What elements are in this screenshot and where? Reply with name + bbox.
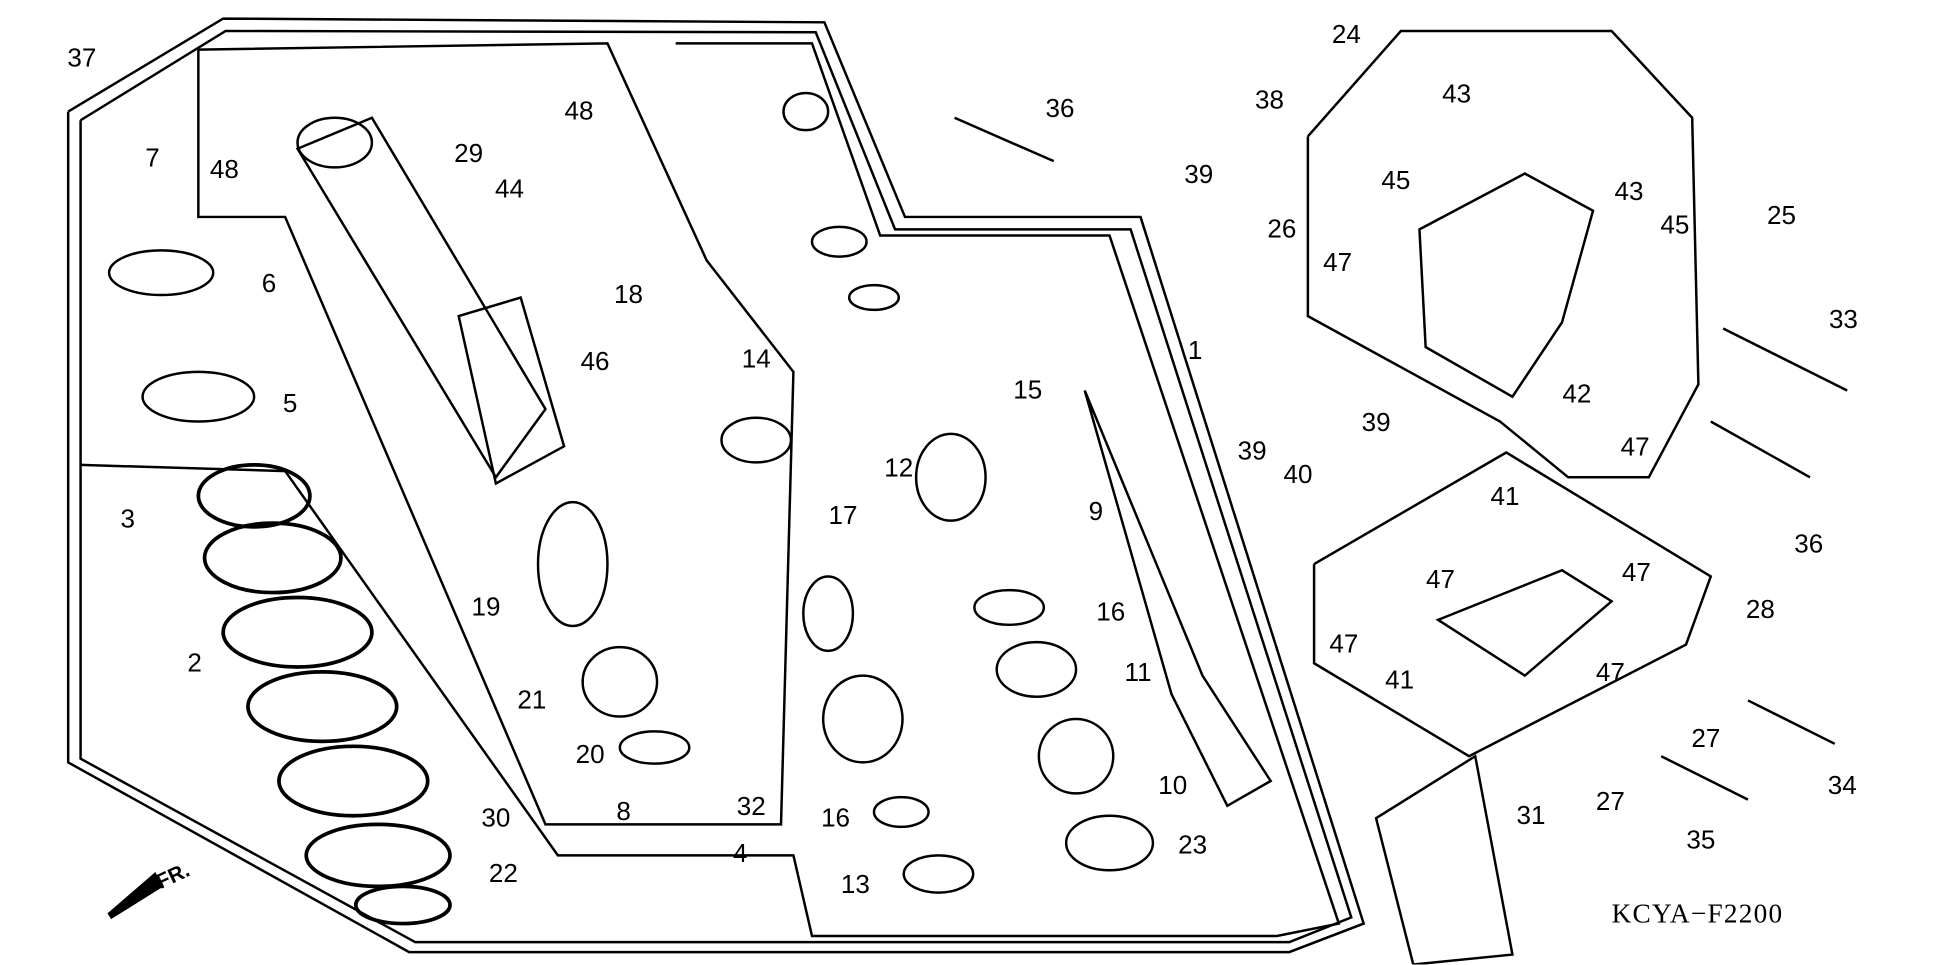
- callout-39[interactable]: 39: [1361, 408, 1391, 437]
- callout-39[interactable]: 39: [1237, 436, 1267, 466]
- callout-6[interactable]: 6: [261, 269, 277, 299]
- callout-30[interactable]: 30: [481, 803, 511, 833]
- callout-27[interactable]: 27: [1595, 787, 1625, 817]
- callout-31[interactable]: 31: [1516, 801, 1546, 830]
- callout-43[interactable]: 43: [1614, 177, 1644, 207]
- callout-19[interactable]: 19: [471, 593, 501, 622]
- callout-48[interactable]: 48: [564, 97, 594, 126]
- callout-17[interactable]: 17: [828, 501, 858, 530]
- callout-23[interactable]: 23: [1178, 831, 1208, 860]
- callout-8[interactable]: 8: [616, 797, 631, 827]
- callout-47[interactable]: 47: [1426, 565, 1456, 595]
- callout-4[interactable]: 4: [732, 839, 748, 869]
- lock-nut-5: [141, 370, 256, 423]
- callout-20[interactable]: 20: [575, 740, 605, 770]
- callout-41[interactable]: 41: [1490, 482, 1520, 512]
- callout-47[interactable]: 47: [1595, 658, 1625, 688]
- callout-45[interactable]: 45: [1381, 166, 1411, 196]
- callout-2[interactable]: 2: [187, 648, 202, 678]
- callout-36[interactable]: 36: [1794, 529, 1824, 559]
- callout-36[interactable]: 36: [1045, 94, 1075, 124]
- callout-43[interactable]: 43: [1442, 79, 1472, 109]
- damper-rod-9: [1083, 390, 1273, 808]
- callout-10[interactable]: 10: [1158, 771, 1188, 801]
- group-28-boundary: [1312, 451, 1713, 758]
- callout-13[interactable]: 13: [840, 870, 870, 900]
- callout-38[interactable]: 38: [1254, 86, 1284, 115]
- callout-46[interactable]: 46: [580, 347, 610, 377]
- callout-48[interactable]: 48: [209, 155, 239, 185]
- callout-16[interactable]: 16: [821, 803, 851, 833]
- callout-45[interactable]: 45: [1660, 211, 1690, 240]
- callout-18[interactable]: 18: [614, 280, 644, 310]
- assembly-boundary-outer: [66, 17, 1366, 954]
- callout-1[interactable]: 1: [1187, 336, 1203, 366]
- callout-9[interactable]: 9: [1088, 497, 1104, 527]
- callout-15[interactable]: 15: [1013, 376, 1043, 405]
- callout-12[interactable]: 12: [884, 454, 914, 483]
- callout-14[interactable]: 14: [741, 345, 771, 374]
- callout-44[interactable]: 44: [495, 175, 524, 204]
- callout-26[interactable]: 26: [1267, 215, 1297, 244]
- diagram-code: KCYA−F2200: [1611, 897, 1784, 929]
- callout-35[interactable]: 35: [1686, 826, 1716, 855]
- spring-part-2: [196, 463, 452, 926]
- callout-47[interactable]: 47: [1323, 248, 1353, 278]
- callout-22[interactable]: 22: [488, 859, 518, 889]
- callout-47[interactable]: 47: [1329, 630, 1359, 659]
- callout-33[interactable]: 33: [1828, 305, 1858, 335]
- callout-21[interactable]: 21: [517, 686, 547, 715]
- callout-37[interactable]: 37: [67, 44, 97, 73]
- lock-nut-6: [107, 249, 215, 297]
- callout-28[interactable]: 28: [1745, 595, 1775, 625]
- callout-47[interactable]: 47: [1621, 558, 1651, 587]
- group-4-boundary: [80, 42, 1341, 938]
- callout-7[interactable]: 7: [145, 144, 160, 173]
- callout-25[interactable]: 25: [1766, 201, 1796, 230]
- assembly-boundary-inner: [79, 29, 1353, 944]
- callout-24[interactable]: 24: [1331, 20, 1361, 49]
- callout-47[interactable]: 47: [1620, 433, 1650, 462]
- callout-16[interactable]: 16: [1096, 598, 1126, 627]
- group-3-boundary: [197, 42, 795, 826]
- callout-3[interactable]: 3: [120, 505, 135, 534]
- small-parts: [536, 91, 1848, 965]
- callout-41[interactable]: 41: [1385, 666, 1415, 695]
- callout-27[interactable]: 27: [1691, 724, 1721, 754]
- shock-body: [295, 116, 566, 486]
- front-arrow-icon: [107, 872, 163, 920]
- callout-11[interactable]: 11: [1124, 658, 1152, 688]
- group-25-boundary: [1306, 29, 1700, 479]
- callout-32[interactable]: 32: [736, 792, 766, 822]
- callout-42[interactable]: 42: [1562, 379, 1592, 409]
- callout-5[interactable]: 5: [282, 389, 298, 419]
- callout-29[interactable]: 29: [454, 139, 484, 168]
- callout-40[interactable]: 40: [1283, 460, 1313, 490]
- callout-39[interactable]: 39: [1184, 160, 1214, 190]
- callout-34[interactable]: 34: [1827, 771, 1857, 801]
